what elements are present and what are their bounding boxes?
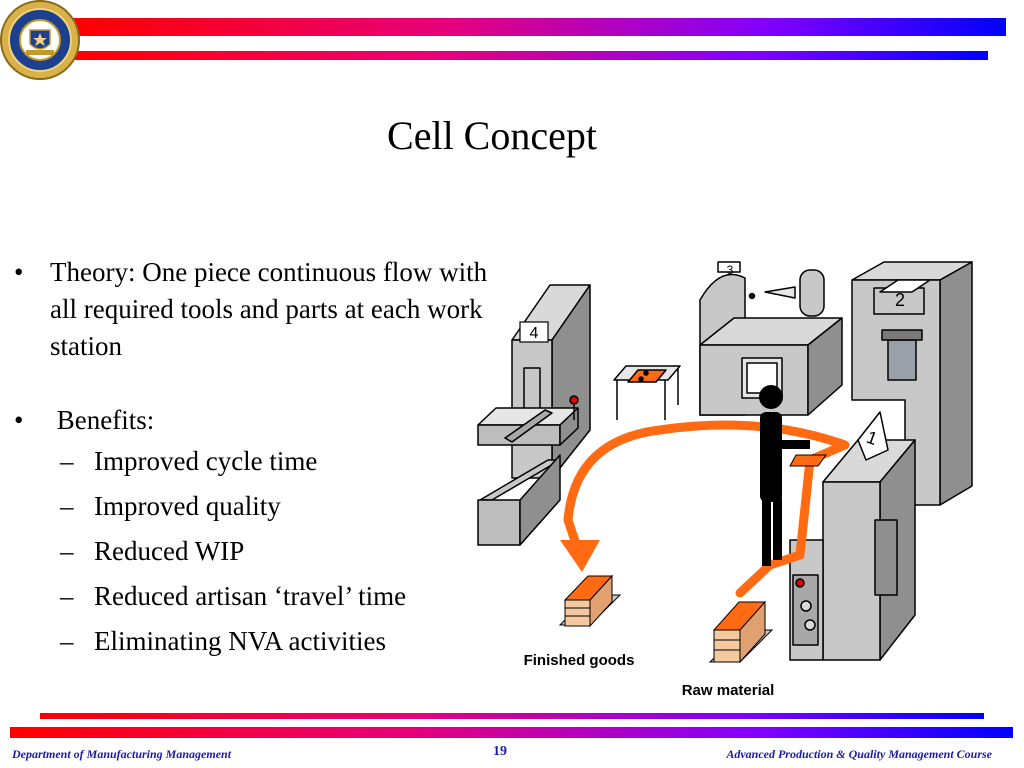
footer-bar-top xyxy=(40,713,984,719)
bullet-list: • Theory: One piece continuous flow with… xyxy=(14,254,514,664)
station-label-4: 4 xyxy=(530,325,539,342)
parts-table xyxy=(613,365,681,420)
work-cell-illustration: 4 3 2 1 Finished goods Raw material xyxy=(477,261,973,699)
raw-material-label: Raw material xyxy=(682,682,775,699)
sub-item: –Improved quality xyxy=(14,484,514,529)
station-label-2: 2 xyxy=(895,290,905,310)
sub-item: –Reduced WIP xyxy=(14,529,514,574)
department-seal-logo xyxy=(0,0,80,80)
station-label-3: 3 xyxy=(727,263,734,277)
footer-bar-bottom xyxy=(10,727,1013,738)
bullet-benefits: • Benefits: xyxy=(14,402,514,439)
sub-item: –Eliminating NVA activities xyxy=(14,619,514,664)
page-number: 19 xyxy=(493,744,507,759)
finished-goods-label: Finished goods xyxy=(524,652,635,669)
sub-dash: – xyxy=(60,626,74,656)
bullet-text: Benefits: xyxy=(50,405,155,435)
flow-arrowhead xyxy=(560,540,600,572)
footer-course-name: Advanced Production & Quality Management… xyxy=(726,747,992,761)
raw-material-pallet xyxy=(708,600,774,664)
sub-item-text: Eliminating NVA activities xyxy=(94,626,386,656)
machine-2 xyxy=(851,261,973,506)
sub-item: –Reduced artisan ‘travel’ time xyxy=(14,574,514,619)
sub-dash: – xyxy=(60,536,74,566)
sub-item: –Improved cycle time xyxy=(14,439,514,484)
finished-goods-pallet xyxy=(558,574,622,628)
sub-item-text: Reduced WIP xyxy=(94,536,245,566)
bullet-marker: • xyxy=(14,257,24,287)
sub-dash: – xyxy=(60,446,74,476)
bullet-marker: • xyxy=(14,405,24,435)
bullet-theory: • Theory: One piece continuous flow with… xyxy=(14,254,514,365)
sub-item-text: Improved quality xyxy=(94,491,281,521)
footer-department: Department of Manufacturing Management xyxy=(12,747,232,761)
sub-item-text: Reduced artisan ‘travel’ time xyxy=(94,581,407,611)
sub-item-text: Improved cycle time xyxy=(94,446,318,476)
bullet-text: Theory: One piece continuous flow with a… xyxy=(50,257,488,361)
sub-dash: – xyxy=(60,581,74,611)
material-flow-path xyxy=(563,420,850,598)
header-bar-top xyxy=(72,18,1006,36)
slide-title: Cell Concept xyxy=(387,113,597,158)
sub-dash: – xyxy=(60,491,74,521)
header-bar-bottom xyxy=(72,51,988,60)
machine-1 xyxy=(789,411,916,661)
worker-figure xyxy=(759,385,827,566)
machine-4 xyxy=(477,284,591,546)
label-4-box xyxy=(519,321,549,343)
